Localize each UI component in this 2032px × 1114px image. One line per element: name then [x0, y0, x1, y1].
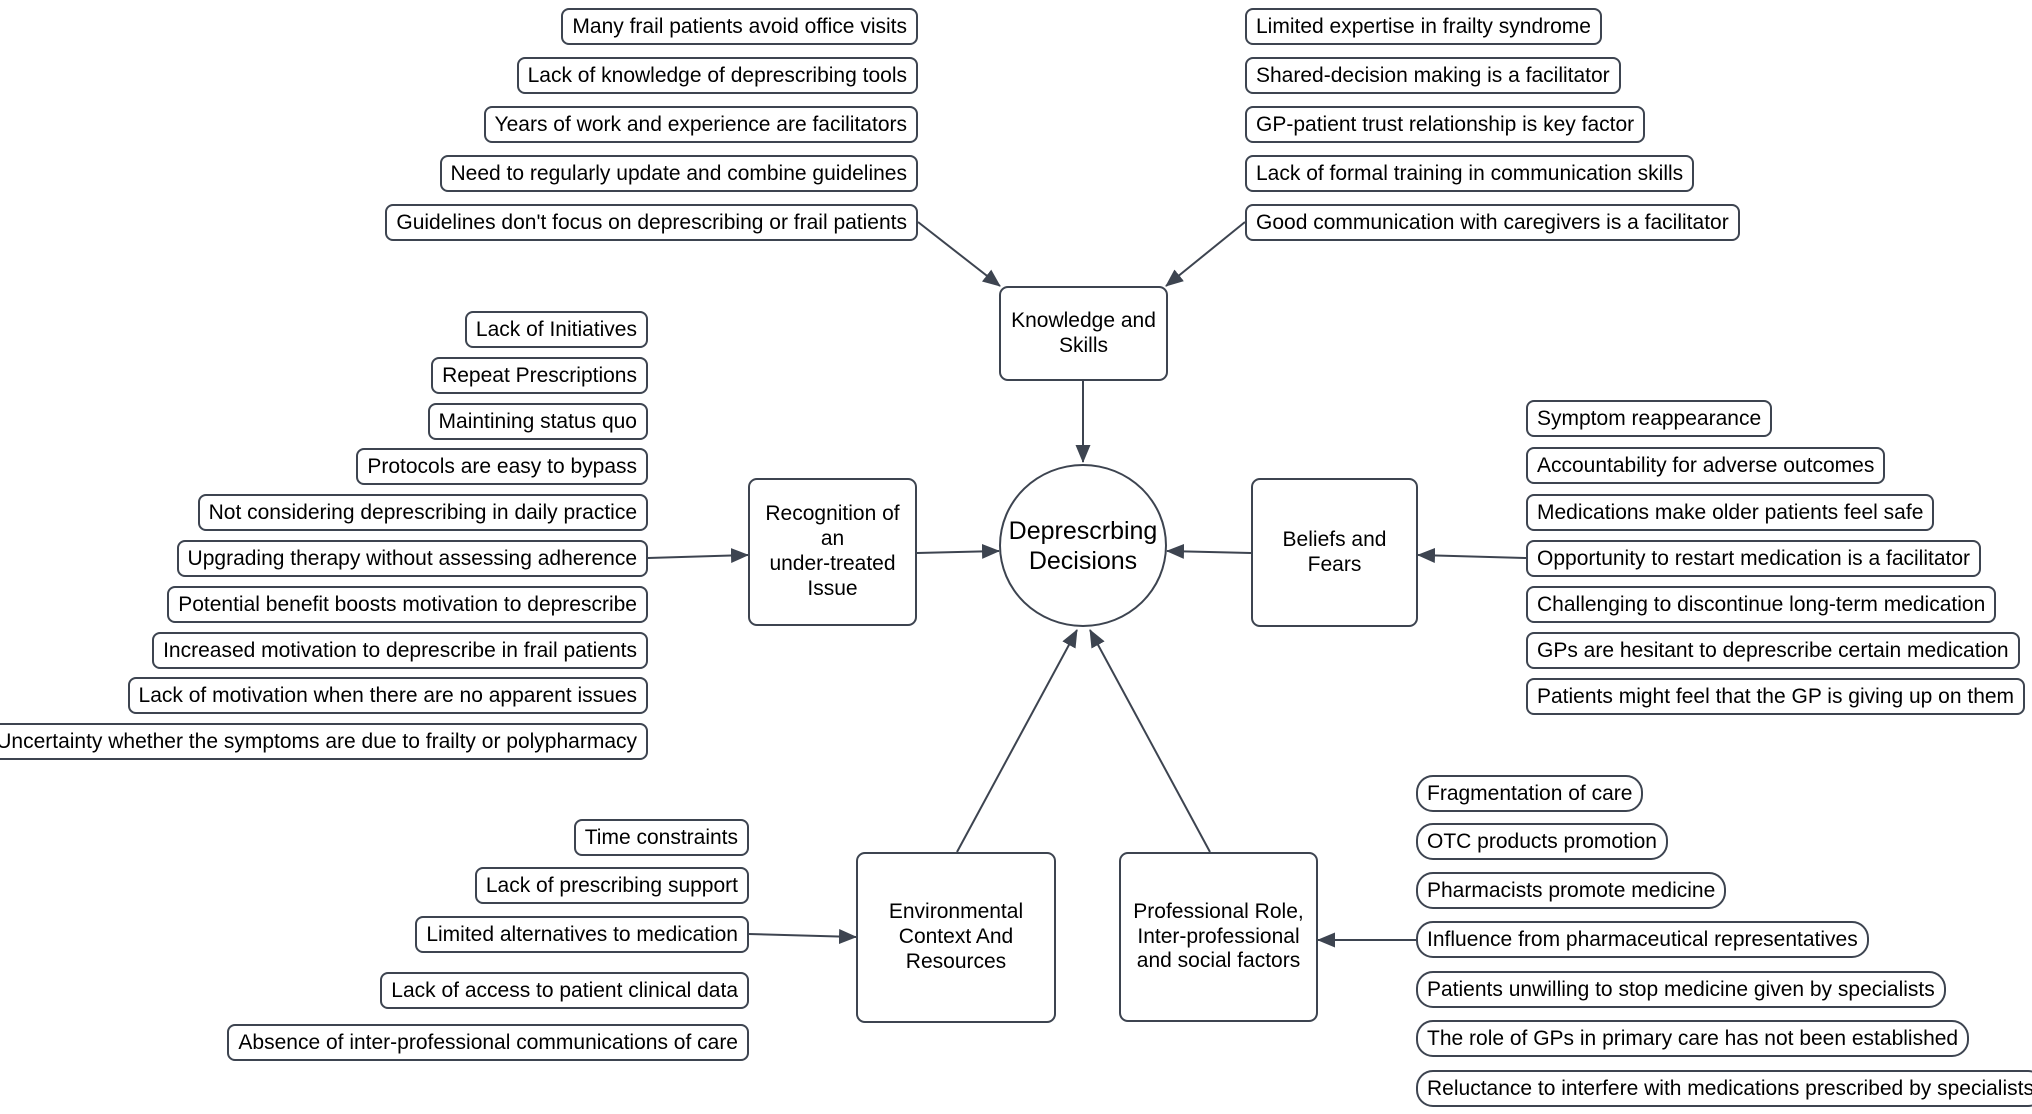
factor-box-recognition-factors-5: Upgrading therapy without assessing adhe…	[176, 540, 648, 577]
factor-box-professional-factors-1: OTC products promotion	[1416, 823, 1668, 860]
factor-box-knowledge-right-4: Good communication with caregivers is a …	[1245, 204, 1740, 241]
factor-box-environmental-factors-1: Lack of prescribing support	[474, 867, 749, 904]
factor-box-professional-factors-0: Fragmentation of care	[1416, 775, 1644, 812]
category-node-professional: Professional Role, Inter-professional an…	[1119, 852, 1318, 1022]
factor-box-recognition-factors-7: Increased motivation to deprescribe in f…	[152, 632, 648, 669]
category-node-knowledge: Knowledge and Skills	[999, 286, 1168, 381]
factor-box-professional-factors-4: Patients unwilling to stop medicine give…	[1416, 971, 1946, 1008]
factor-box-knowledge-left-3: Need to regularly update and combine gui…	[439, 155, 918, 192]
factor-box-recognition-factors-0: Lack of Initiatives	[464, 311, 648, 348]
factor-box-environmental-factors-4: Absence of inter-professional communicat…	[227, 1024, 749, 1061]
category-label-beliefs: Beliefs and Fears	[1282, 527, 1387, 576]
category-node-environmental: Environmental Context And Resources	[856, 852, 1056, 1023]
factor-box-beliefs-factors-0: Symptom reappearance	[1526, 400, 1773, 437]
factor-box-recognition-factors-4: Not considering deprescribing in daily p…	[197, 494, 648, 531]
category-node-beliefs: Beliefs and Fears	[1251, 478, 1418, 627]
factor-box-knowledge-right-0: Limited expertise in frailty syndrome	[1245, 8, 1602, 45]
category-node-recognition: Recognition of an under-treated Issue	[748, 478, 917, 626]
factor-box-professional-factors-5: The role of GPs in primary care has not …	[1416, 1020, 1970, 1057]
factor-box-environmental-factors-0: Time constraints	[573, 819, 749, 856]
factor-box-beliefs-factors-5: GPs are hesitant to deprescribe certain …	[1526, 632, 2020, 669]
central-decision-node: Deprescrbing Decisions	[999, 464, 1167, 627]
category-label-recognition: Recognition of an under-treated Issue	[765, 502, 900, 600]
factor-box-beliefs-factors-1: Accountability for adverse outcomes	[1526, 447, 1886, 484]
factor-box-recognition-factors-1: Repeat Prescriptions	[431, 357, 648, 394]
connector-arrow-7	[748, 929, 857, 945]
connector-arrow-6	[1166, 543, 1252, 559]
factor-box-beliefs-factors-4: Challenging to discontinue long-term med…	[1526, 586, 1997, 623]
central-decision-label: Deprescrbing Decisions	[1008, 516, 1158, 575]
factor-box-knowledge-left-0: Many frail patients avoid office visits	[561, 8, 918, 45]
factor-box-recognition-factors-2: Maintining status quo	[427, 403, 648, 440]
category-label-environmental: Environmental Context And Resources	[888, 900, 1024, 973]
factor-box-recognition-factors-8: Lack of motivation when there are no app…	[127, 677, 648, 714]
factor-box-professional-factors-3: Influence from pharmaceutical representa…	[1416, 921, 1869, 958]
factor-box-beliefs-factors-2: Medications make older patients feel saf…	[1526, 494, 1935, 531]
factor-box-knowledge-right-3: Lack of formal training in communication…	[1245, 155, 1695, 192]
connector-arrow-9	[956, 629, 1078, 853]
factor-box-knowledge-left-2: Years of work and experience are facilit…	[483, 106, 918, 143]
category-label-professional: Professional Role, Inter-professional an…	[1133, 899, 1304, 973]
connector-arrow-3	[647, 548, 749, 564]
connector-arrow-0	[917, 221, 1001, 287]
factor-box-professional-factors-6: Reluctance to interfere with medications…	[1416, 1070, 2032, 1107]
factor-box-recognition-factors-6: Potential benefit boosts motivation to d…	[167, 586, 648, 623]
connector-arrow-5	[1417, 547, 1527, 563]
category-label-knowledge: Knowledge and Skills	[1011, 308, 1156, 357]
connector-arrow-1	[1165, 221, 1246, 287]
factor-box-environmental-factors-2: Limited alternatives to medication	[415, 916, 749, 953]
factor-box-knowledge-left-1: Lack of knowledge of deprescribing tools	[516, 57, 918, 94]
factor-box-knowledge-right-1: Shared-decision making is a facilitator	[1245, 57, 1621, 94]
factor-box-beliefs-factors-6: Patients might feel that the GP is givin…	[1526, 678, 2026, 715]
factor-box-recognition-factors-9: Uncertainty whether the symptoms are due…	[0, 723, 648, 760]
factor-box-knowledge-right-2: GP-patient trust relationship is key fac…	[1245, 106, 1646, 143]
connector-arrow-4	[916, 543, 1000, 559]
factor-box-recognition-factors-3: Protocols are easy to bypass	[356, 448, 648, 485]
factor-box-knowledge-left-4: Guidelines don't focus on deprescribing …	[385, 204, 918, 241]
factor-box-professional-factors-2: Pharmacists promote medicine	[1416, 872, 1727, 909]
factor-box-environmental-factors-3: Lack of access to patient clinical data	[380, 972, 749, 1009]
factor-box-beliefs-factors-3: Opportunity to restart medication is a f…	[1526, 540, 1982, 577]
connector-arrow-10	[1089, 629, 1211, 853]
